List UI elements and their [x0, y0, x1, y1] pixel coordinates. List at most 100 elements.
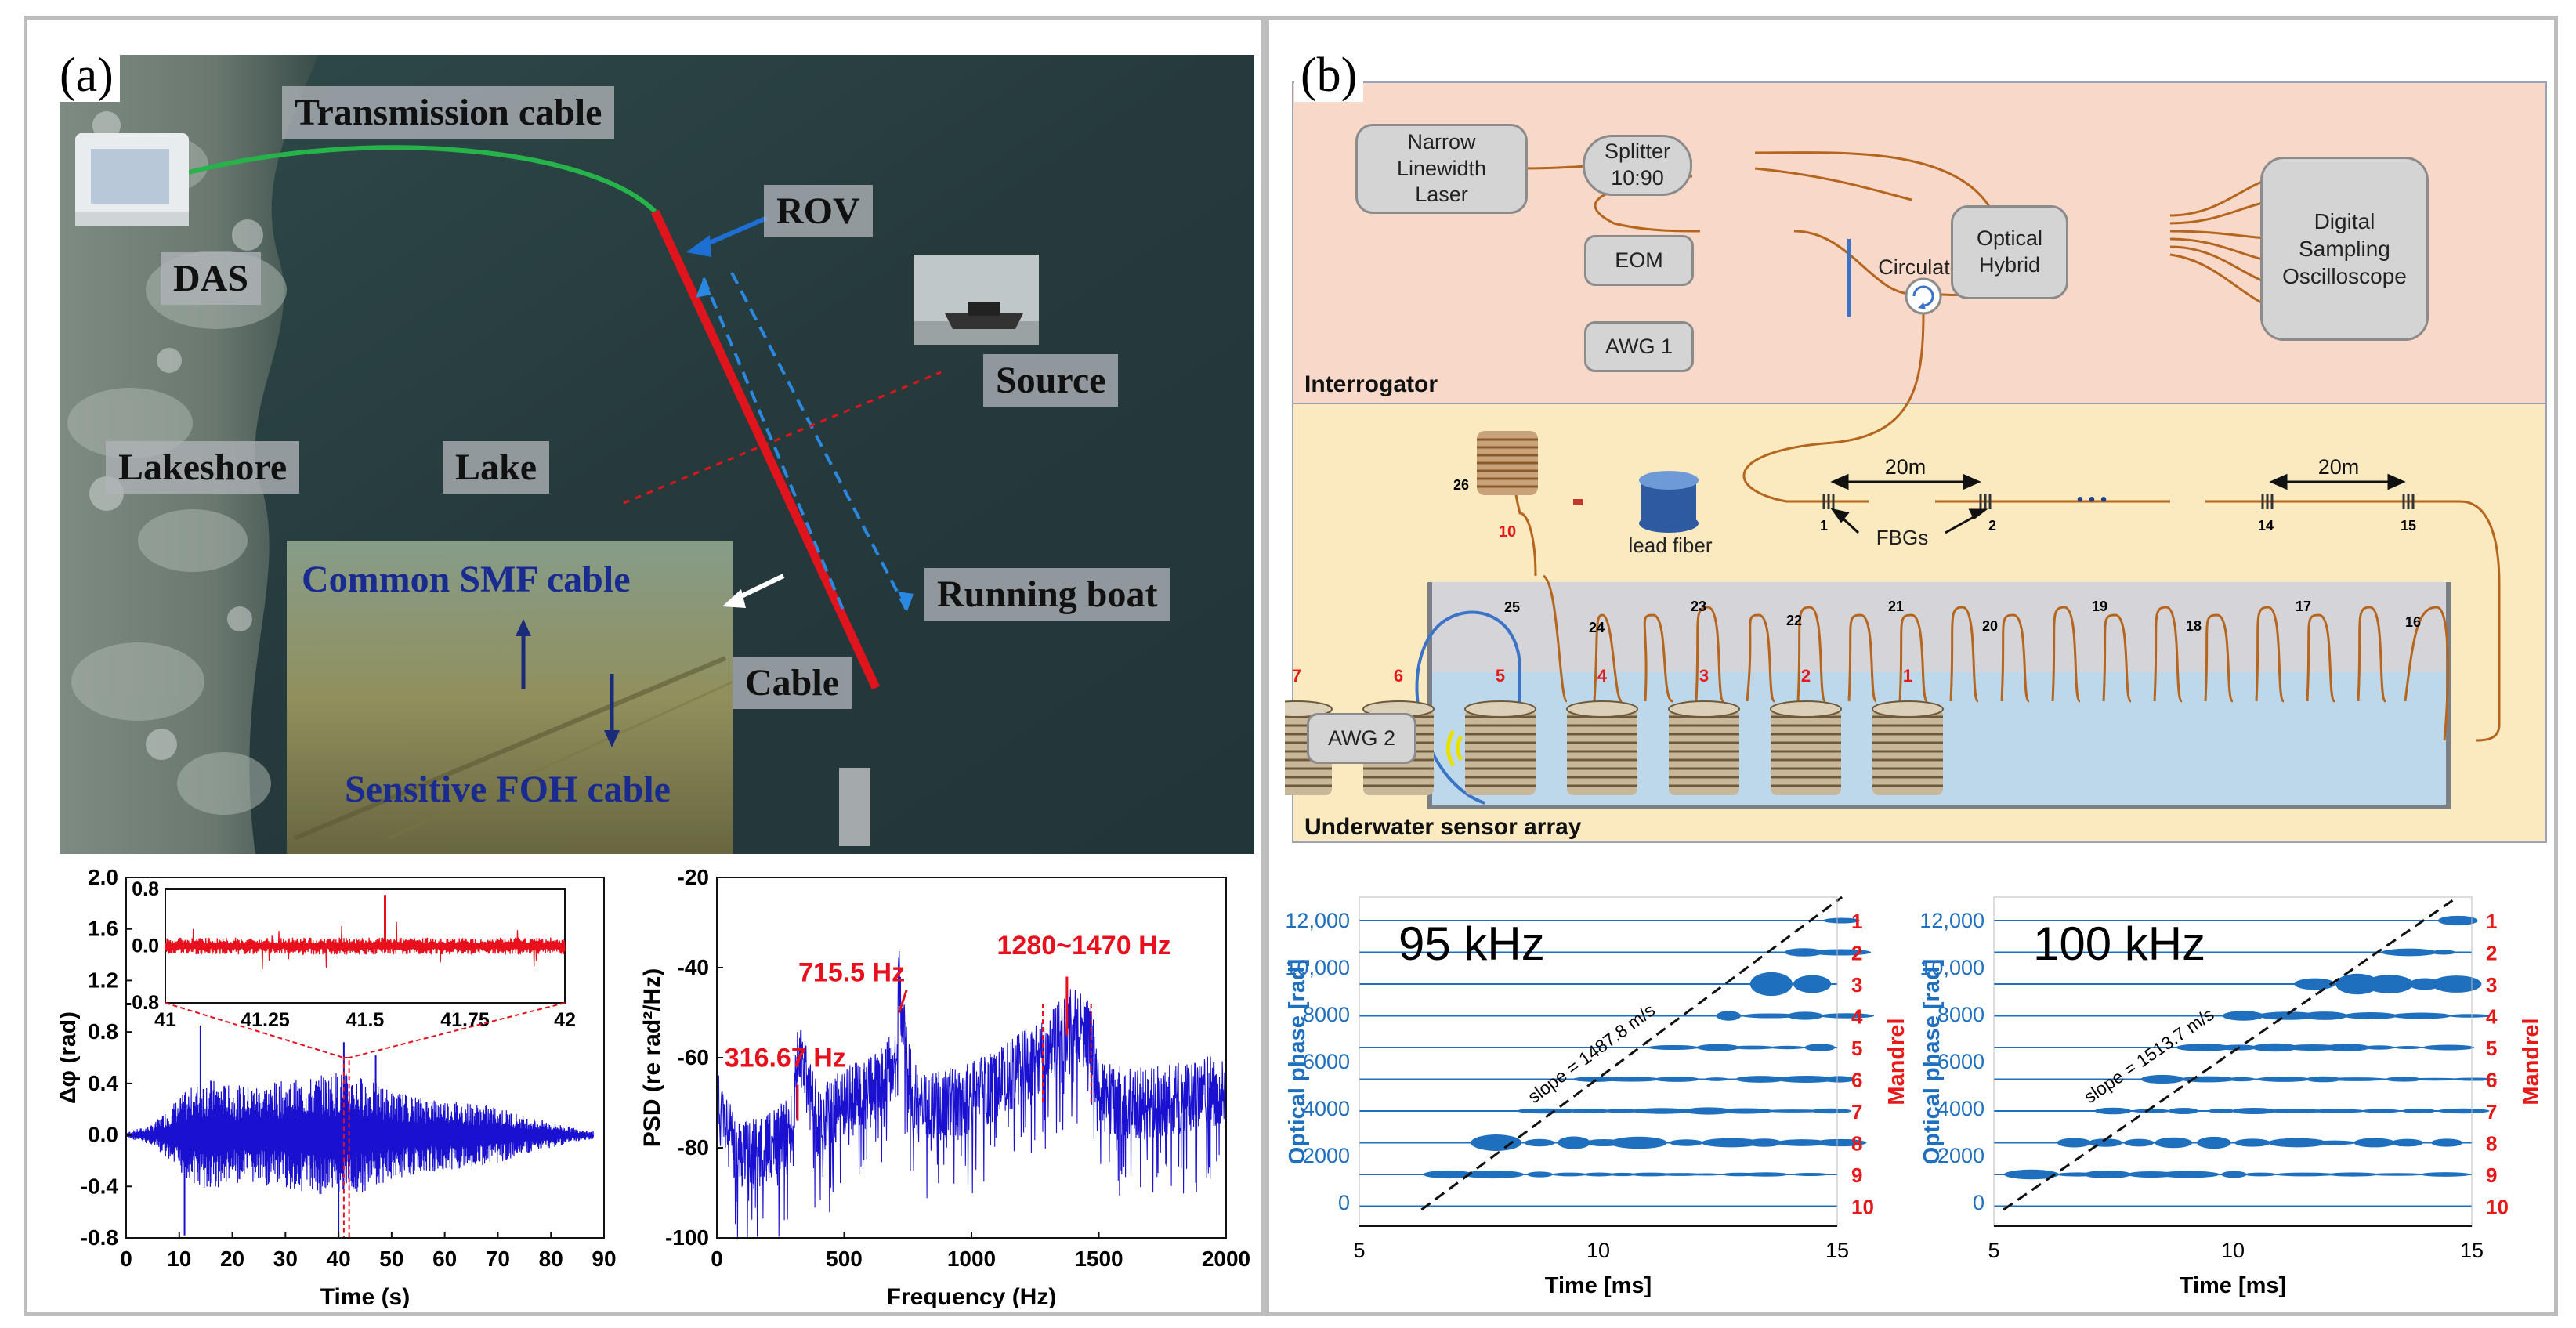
- signal-burst: [1654, 1077, 1700, 1082]
- mandrel-trace-9: [1994, 1169, 2472, 1180]
- mandrel-1: [1872, 700, 1944, 795]
- signal-burst: [2222, 1011, 2264, 1021]
- y-tick-label: 2.0: [88, 866, 118, 889]
- x-tick-label: 0: [120, 1247, 132, 1271]
- circulator-icon: [1905, 277, 1942, 315]
- y-tick-label: 10,000: [1919, 956, 1984, 979]
- inset-y-tick: 0.8: [132, 878, 159, 900]
- signal-burst: [2267, 1138, 2327, 1148]
- fbg-number-17: 17: [2296, 599, 2311, 614]
- annotation-316: 316.67 Hz: [725, 1044, 846, 1073]
- source-label: Source: [983, 354, 1119, 407]
- signal-burst: [1669, 1139, 1703, 1146]
- signal-burst: [2256, 1077, 2311, 1082]
- y-tick-label: 12,000: [1919, 909, 1984, 932]
- y-axis-label: PSD (re rad²/Hz): [642, 968, 665, 1147]
- signal-burst: [2264, 1109, 2326, 1113]
- mandrel-number-6: 6: [1394, 666, 1403, 686]
- signal-burst: [2420, 1172, 2471, 1177]
- signal-burst: [2274, 1172, 2335, 1177]
- mandrel-tick-label: 2: [2486, 942, 2497, 965]
- y-tick-label: 0: [1973, 1191, 1984, 1214]
- running-boat-label: Running boat: [924, 568, 1170, 621]
- psd-series: [716, 950, 1227, 1239]
- das-label: DAS: [161, 252, 262, 305]
- signal-burst: [2306, 1076, 2341, 1083]
- signal-burst: [2448, 1014, 2491, 1018]
- chart-title: 100 kHz: [2033, 917, 2205, 970]
- interrogator-title: Interrogator: [1304, 371, 1438, 397]
- signal-burst: [2385, 1077, 2422, 1082]
- signal-burst: [2431, 950, 2456, 955]
- x-tick-label: 15: [1825, 1239, 1849, 1262]
- mandrel-tick-label: 4: [1851, 1005, 1863, 1029]
- mandrel-trace-7: [1994, 1107, 2490, 1115]
- mandrel-5: [1464, 700, 1536, 795]
- mandrel-tick-label: 1: [2486, 910, 2497, 933]
- fbg-number-23: 23: [1691, 599, 1706, 614]
- signal-burst: [2310, 1109, 2365, 1113]
- annotation-715: 715.5 Hz: [798, 957, 905, 987]
- mandrel-3: [1668, 700, 1740, 795]
- mandrel-tick-label: 9: [1851, 1163, 1862, 1187]
- fbg-number-15: 15: [2401, 518, 2416, 534]
- x-axis-label: Time (s): [320, 1284, 410, 1308]
- signal-burst: [1696, 1044, 1740, 1051]
- digital-sampling-oscilloscope: Digital Sampling Oscilloscope: [2260, 157, 2429, 341]
- y-tick-label: -80: [678, 1135, 709, 1160]
- mandrel-tick-label: 10: [1851, 1196, 1874, 1219]
- mandrel-number-2: 2: [1801, 666, 1811, 686]
- signal-burst: [2381, 948, 2437, 957]
- awg1-node: AWG 1: [1584, 321, 1694, 372]
- signal-burst: [2221, 1171, 2247, 1178]
- fbg-number-19: 19: [2092, 599, 2107, 614]
- fbg-number-14: 14: [2258, 518, 2274, 534]
- signal-burst: [1703, 1077, 1729, 1081]
- signal-burst: [1684, 1107, 1732, 1115]
- y-tick-label: 12,000: [1285, 909, 1350, 932]
- fbg-number-18: 18: [2186, 618, 2202, 634]
- signal-burst: [2231, 1107, 2277, 1115]
- panel-a-frame: [24, 16, 1265, 1316]
- signal-burst: [1601, 1109, 1641, 1113]
- inset-y-tick: -0.8: [125, 992, 159, 1014]
- signal-burst: [1746, 1138, 1782, 1147]
- fbg-number-1: 1: [1820, 518, 1828, 534]
- x-tick-label: 0: [711, 1247, 723, 1271]
- mandrel-trace-3: [1359, 972, 1837, 997]
- mandrel-tick-label: 6: [2486, 1069, 2497, 1092]
- mandrel-tick-label: 5: [1851, 1037, 1862, 1060]
- x-tick-label: 1000: [947, 1247, 996, 1271]
- inset-x-tick: 41.25: [241, 1009, 290, 1031]
- signal-burst: [2257, 1011, 2319, 1020]
- signal-burst: [1764, 1109, 1824, 1113]
- x-tick-label: 70: [486, 1247, 510, 1271]
- mandrel-number-4: 4: [1597, 666, 1608, 686]
- y-tick-label: -0.8: [81, 1225, 118, 1250]
- lead-fiber-label: lead fiber: [1629, 534, 1713, 557]
- signal-burst: [2252, 1043, 2299, 1052]
- signal-burst: [1814, 1138, 1867, 1147]
- signal-burst: [2176, 1044, 2231, 1051]
- x-tick-label: 10: [167, 1247, 191, 1271]
- signal-burst: [1784, 948, 1824, 957]
- optical-hybrid-node: Optical Hybrid: [1951, 205, 2068, 299]
- fbgs-label: FBGs: [1876, 526, 1928, 549]
- y-tick-label: -0.4: [81, 1174, 119, 1198]
- chart-title: 95 kHz: [1398, 917, 1545, 970]
- signal-burst: [2437, 915, 2478, 926]
- signal-burst: [2294, 978, 2335, 990]
- annotation-band: 1280~1470 Hz: [997, 931, 1171, 961]
- y-tick-label: -40: [678, 955, 709, 979]
- signal-burst: [2208, 1109, 2235, 1113]
- x-tick-label: 50: [379, 1247, 403, 1271]
- panel-b-frame: [1265, 16, 2558, 1316]
- signal-burst: [2197, 1136, 2231, 1149]
- signal-burst: [2301, 1011, 2348, 1020]
- mandrel-trace-2: [1994, 948, 2472, 957]
- awg2-node: AWG 2: [1307, 713, 1416, 764]
- mandrel-tick-label: 3: [1851, 973, 1862, 997]
- signal-burst: [1749, 972, 1793, 997]
